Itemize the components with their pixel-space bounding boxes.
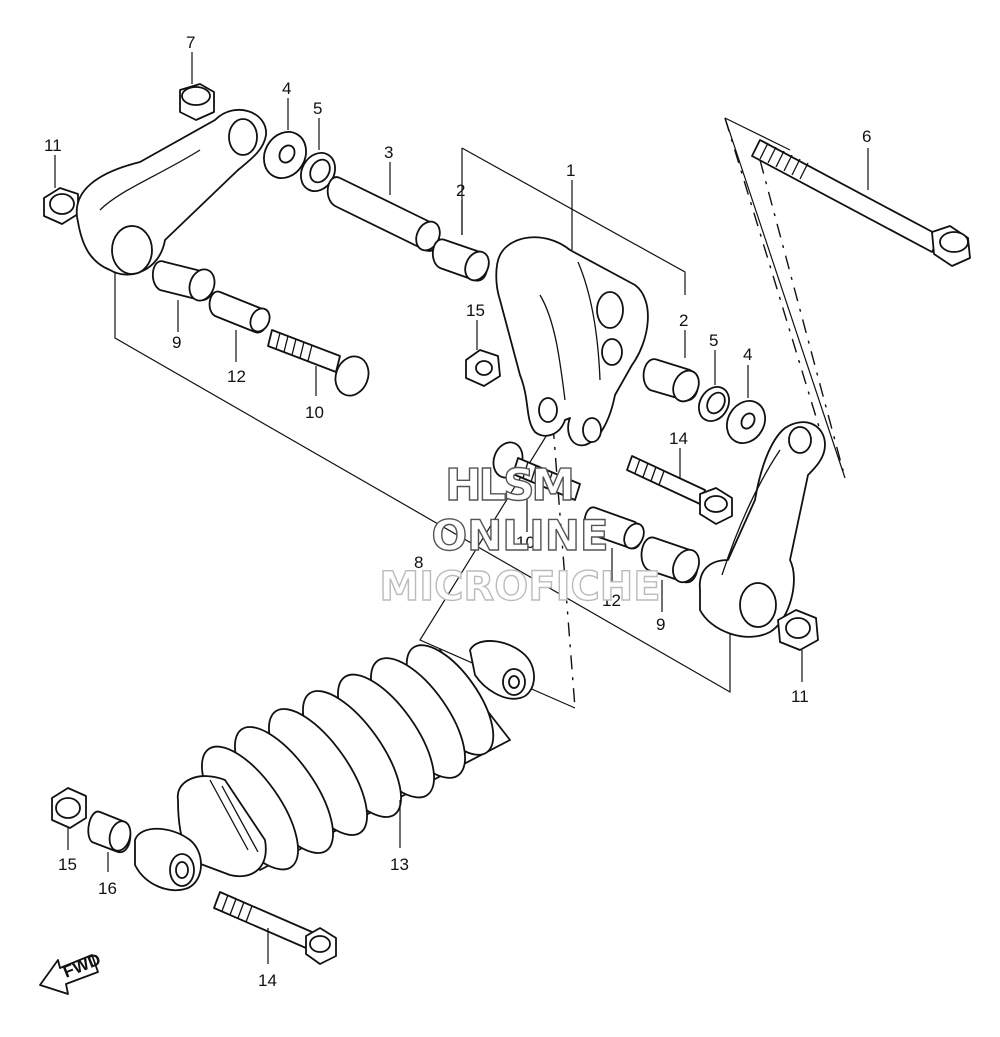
part-7-nut [179, 52, 215, 121]
callout-7: 7 [186, 33, 195, 52]
part-10-bolt-left [267, 329, 370, 397]
callout-14-middle: 14 [669, 429, 688, 448]
part-9-bearing-left [151, 260, 216, 332]
callout-6: 6 [862, 127, 871, 146]
part-4-washer-upper [263, 98, 307, 179]
part-1-cushion-lever [495, 180, 649, 447]
callout-5-lower: 5 [709, 331, 718, 350]
callout-2-upper: 2 [456, 181, 465, 200]
lever-link-left [75, 109, 267, 276]
callout-11-left: 11 [44, 136, 62, 155]
callout-14-lower: 14 [258, 971, 277, 990]
watermark: HLSM ONLINE MICROFICHE [379, 459, 662, 610]
part-5-seal-upper [300, 118, 336, 192]
part-11-nut-right [777, 609, 819, 682]
forward-direction-arrow: FWD [39, 950, 103, 995]
part-3-sleeve [326, 162, 441, 252]
callout-10-middle: 10 [516, 533, 535, 552]
part-16-spacer [87, 810, 132, 872]
watermark-line-2: ONLINE [431, 511, 608, 560]
part-12-collar-left [208, 290, 271, 362]
part-13-shock-absorber [134, 640, 535, 892]
callout-labels: 7 4 5 11 3 1 2 6 15 2 9 5 4 12 10 14 10 … [44, 33, 871, 990]
callout-5-upper: 5 [313, 99, 322, 118]
callout-16: 16 [98, 879, 117, 898]
callout-15-lower: 15 [58, 855, 77, 874]
part-12-collar-right [583, 506, 645, 588]
part-6-long-bolt [751, 139, 971, 267]
callout-15-middle: 15 [466, 301, 485, 320]
callout-4-lower: 4 [743, 345, 752, 364]
part-4-washer-lower [726, 365, 766, 444]
part-15-nut-middle [465, 320, 501, 387]
callout-13: 13 [390, 855, 409, 874]
watermark-line-3: MICROFICHE [379, 564, 660, 610]
part-9-bearing-right [640, 536, 700, 612]
callout-1: 1 [566, 161, 575, 180]
callout-9-left: 9 [172, 333, 181, 352]
callout-12-right: 12 [602, 591, 621, 610]
part-14-bolt-lower [213, 891, 337, 965]
spring-coils [201, 644, 495, 871]
part-14-bolt-middle [626, 448, 733, 525]
callout-12-left: 12 [227, 367, 246, 386]
callout-4-upper: 4 [282, 79, 291, 98]
part-5-seal-lower [698, 350, 730, 422]
part-11-nut-left [43, 155, 79, 225]
assembly-guide-lines [114, 117, 846, 709]
part-10-bolt-middle [492, 441, 581, 532]
callout-10-left: 10 [305, 403, 324, 422]
callout-2-lower: 2 [679, 311, 688, 330]
callout-3: 3 [384, 143, 393, 162]
part-2-bearing-upper [431, 200, 490, 282]
part-15-nut-lower [51, 787, 87, 850]
callout-8: 8 [414, 553, 423, 572]
callout-9-right: 9 [656, 615, 665, 634]
watermark-line-1: HLSM [445, 460, 575, 511]
part-2-bearing-lower [642, 330, 700, 403]
lever-link-right [698, 421, 826, 638]
callout-11-right: 11 [791, 687, 809, 706]
